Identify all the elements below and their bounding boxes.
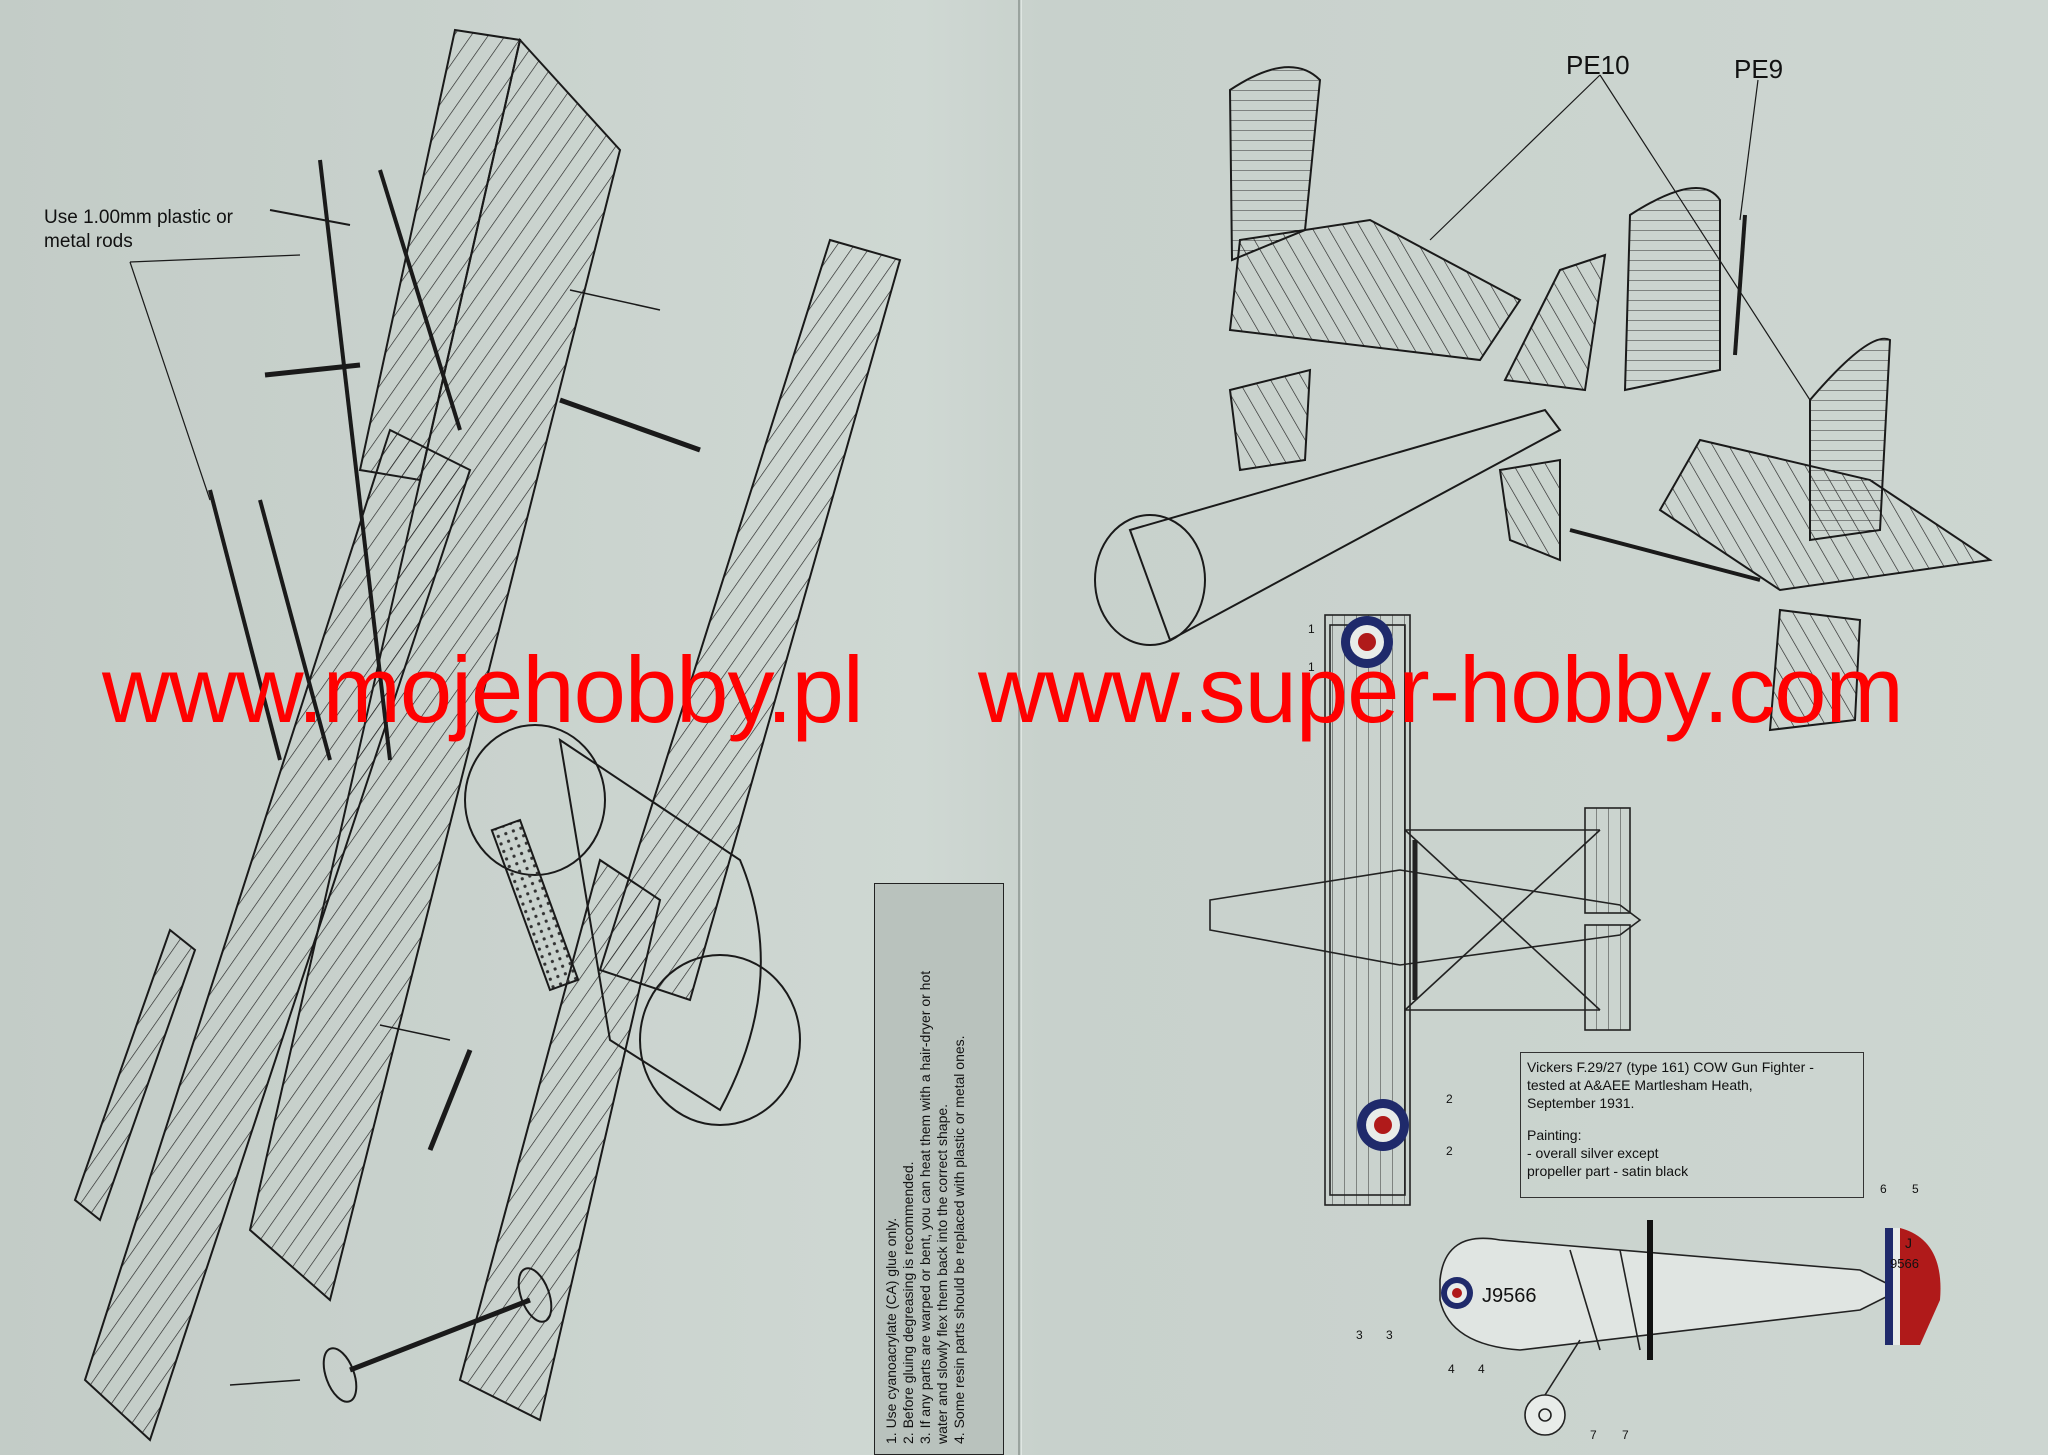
- pointer-rods-3: [129, 254, 301, 263]
- fuselage-end: [1094, 514, 1206, 646]
- tailplane-left: [1228, 218, 1522, 362]
- pointer-pe10-a: [1429, 74, 1601, 241]
- rods-label: Use 1.00mm plastic or metal rods: [44, 206, 304, 254]
- elevator-lower: [1498, 458, 1561, 562]
- elevator-right: [1768, 608, 1862, 732]
- callout-2a: 2: [1446, 1092, 1453, 1106]
- lower-wing-right: [598, 238, 902, 1002]
- gun-strip: [490, 818, 580, 992]
- fuselage-body: [558, 737, 762, 1112]
- fuselage-nose: [639, 954, 801, 1126]
- arrow-3: [229, 1379, 301, 1386]
- wheel-right: [517, 1267, 553, 1323]
- callout-4a: 4: [1448, 1362, 1455, 1376]
- plan-tailplane-top: [1584, 807, 1631, 914]
- aircraft-note-line3: September 1931.: [1527, 1095, 1635, 1111]
- fin-right: [1809, 337, 1892, 542]
- pointer-rods-2: [129, 261, 211, 501]
- glue-note-3: 3. If any parts are warped or bent, you …: [917, 970, 933, 1444]
- wheel-left: [322, 1347, 358, 1403]
- strut-lower: [427, 1049, 473, 1151]
- fin-left: [1228, 66, 1322, 262]
- left-exploded-view: [73, 28, 902, 1442]
- serial-fuselage: J9566: [1482, 1285, 1537, 1307]
- glue-note-2: 2. Before gluing degreasing is recommend…: [900, 1161, 916, 1444]
- aircraft-note-line4: Painting:: [1527, 1127, 1582, 1143]
- page-fold: [1018, 0, 1020, 1455]
- cowling-ring: [464, 724, 606, 876]
- callout-4b: 4: [1478, 1362, 1485, 1376]
- callout-5: 5: [1912, 1182, 1919, 1196]
- watermark-left: www.mojehobby.pl: [102, 637, 864, 742]
- side-wing-strut: [1569, 1249, 1641, 1351]
- callout-6: 6: [1880, 1182, 1887, 1196]
- aircraft-note-line5: - overall silver except: [1527, 1145, 1659, 1161]
- rod-3: [208, 489, 282, 761]
- glue-note-4: 4. Some resin parts should be replaced w…: [951, 1035, 967, 1444]
- aircraft-note-line1: Vickers F.29/27 (type 161) COW Gun Fight…: [1527, 1059, 1814, 1075]
- plan-fuselage: [1209, 869, 1642, 966]
- axle: [349, 1297, 531, 1373]
- callout-1a: 1: [1308, 622, 1315, 636]
- glue-note-1: 1. Use cyanoacrylate (CA) glue only.: [883, 1217, 899, 1444]
- pointer-rods-1: [269, 209, 351, 226]
- rods-label-line2: metal rods: [44, 231, 133, 252]
- plan-tailplane-bottom: [1584, 924, 1631, 1031]
- right-exploded-view: [1094, 66, 1993, 732]
- callout-3a: 3: [1356, 1328, 1363, 1342]
- strut-top: [264, 362, 361, 378]
- callout-2b: 2: [1446, 1144, 1453, 1158]
- aircraft-note-line2: tested at A&AEE Martlesham Heath,: [1527, 1077, 1753, 1093]
- serial-tail-bottom: 9566: [1890, 1256, 1919, 1271]
- callout-1b: 1: [1308, 660, 1315, 674]
- pe9-label: PE9: [1734, 54, 1784, 84]
- upper-wing-lower: [458, 858, 662, 1422]
- callout-7a: 7: [1590, 1428, 1597, 1442]
- tail-strut: [1569, 528, 1761, 582]
- fin-small: [1503, 253, 1607, 392]
- pe9-strip: [1733, 214, 1747, 356]
- side-wheel: [1524, 1394, 1566, 1436]
- glue-note-3b: water and slowly flex them back into the…: [934, 1103, 950, 1444]
- rear-fuselage: [1128, 408, 1562, 642]
- elevator-left: [1228, 368, 1312, 472]
- serial-tail-top: J: [1905, 1235, 1912, 1251]
- rudder-flash: [1885, 1228, 1941, 1345]
- aileron-left: [73, 928, 197, 1222]
- plan-view: [1209, 614, 1642, 1206]
- roundel-fuselage: [1441, 1277, 1473, 1309]
- roundel-upper: [1341, 616, 1393, 668]
- strut-mid: [559, 397, 701, 453]
- page-fold-highlight: [1021, 0, 1022, 1455]
- glue-notes-box: 1. Use cyanoacrylate (CA) glue only. 2. …: [874, 883, 1004, 1455]
- arrow-1: [569, 289, 661, 311]
- rods-label-line1: Use 1.00mm plastic or: [44, 207, 234, 228]
- callout-7b: 7: [1622, 1428, 1629, 1442]
- watermark-right: www.super-hobby.com: [978, 637, 1904, 742]
- rod-1: [318, 159, 392, 761]
- callout-3b: 3: [1386, 1328, 1393, 1342]
- rod-4: [258, 499, 332, 761]
- rudder: [1623, 187, 1721, 392]
- arrow-2: [379, 1024, 451, 1041]
- pointer-pe9: [1739, 79, 1759, 221]
- aircraft-note-line6: propeller part - satin black: [1527, 1163, 1689, 1179]
- lower-wing-left: [83, 428, 472, 1442]
- side-fuselage: [1439, 1237, 1902, 1351]
- side-view: J9566 J 9566: [1439, 1220, 1941, 1436]
- pe10-label: PE10: [1566, 50, 1630, 80]
- rod-2: [378, 169, 462, 431]
- pointer-pe10-b: [1599, 74, 1811, 401]
- roundel-lower: [1357, 1099, 1409, 1151]
- aircraft-note-box: Vickers F.29/27 (type 161) COW Gun Fight…: [1520, 1052, 1864, 1198]
